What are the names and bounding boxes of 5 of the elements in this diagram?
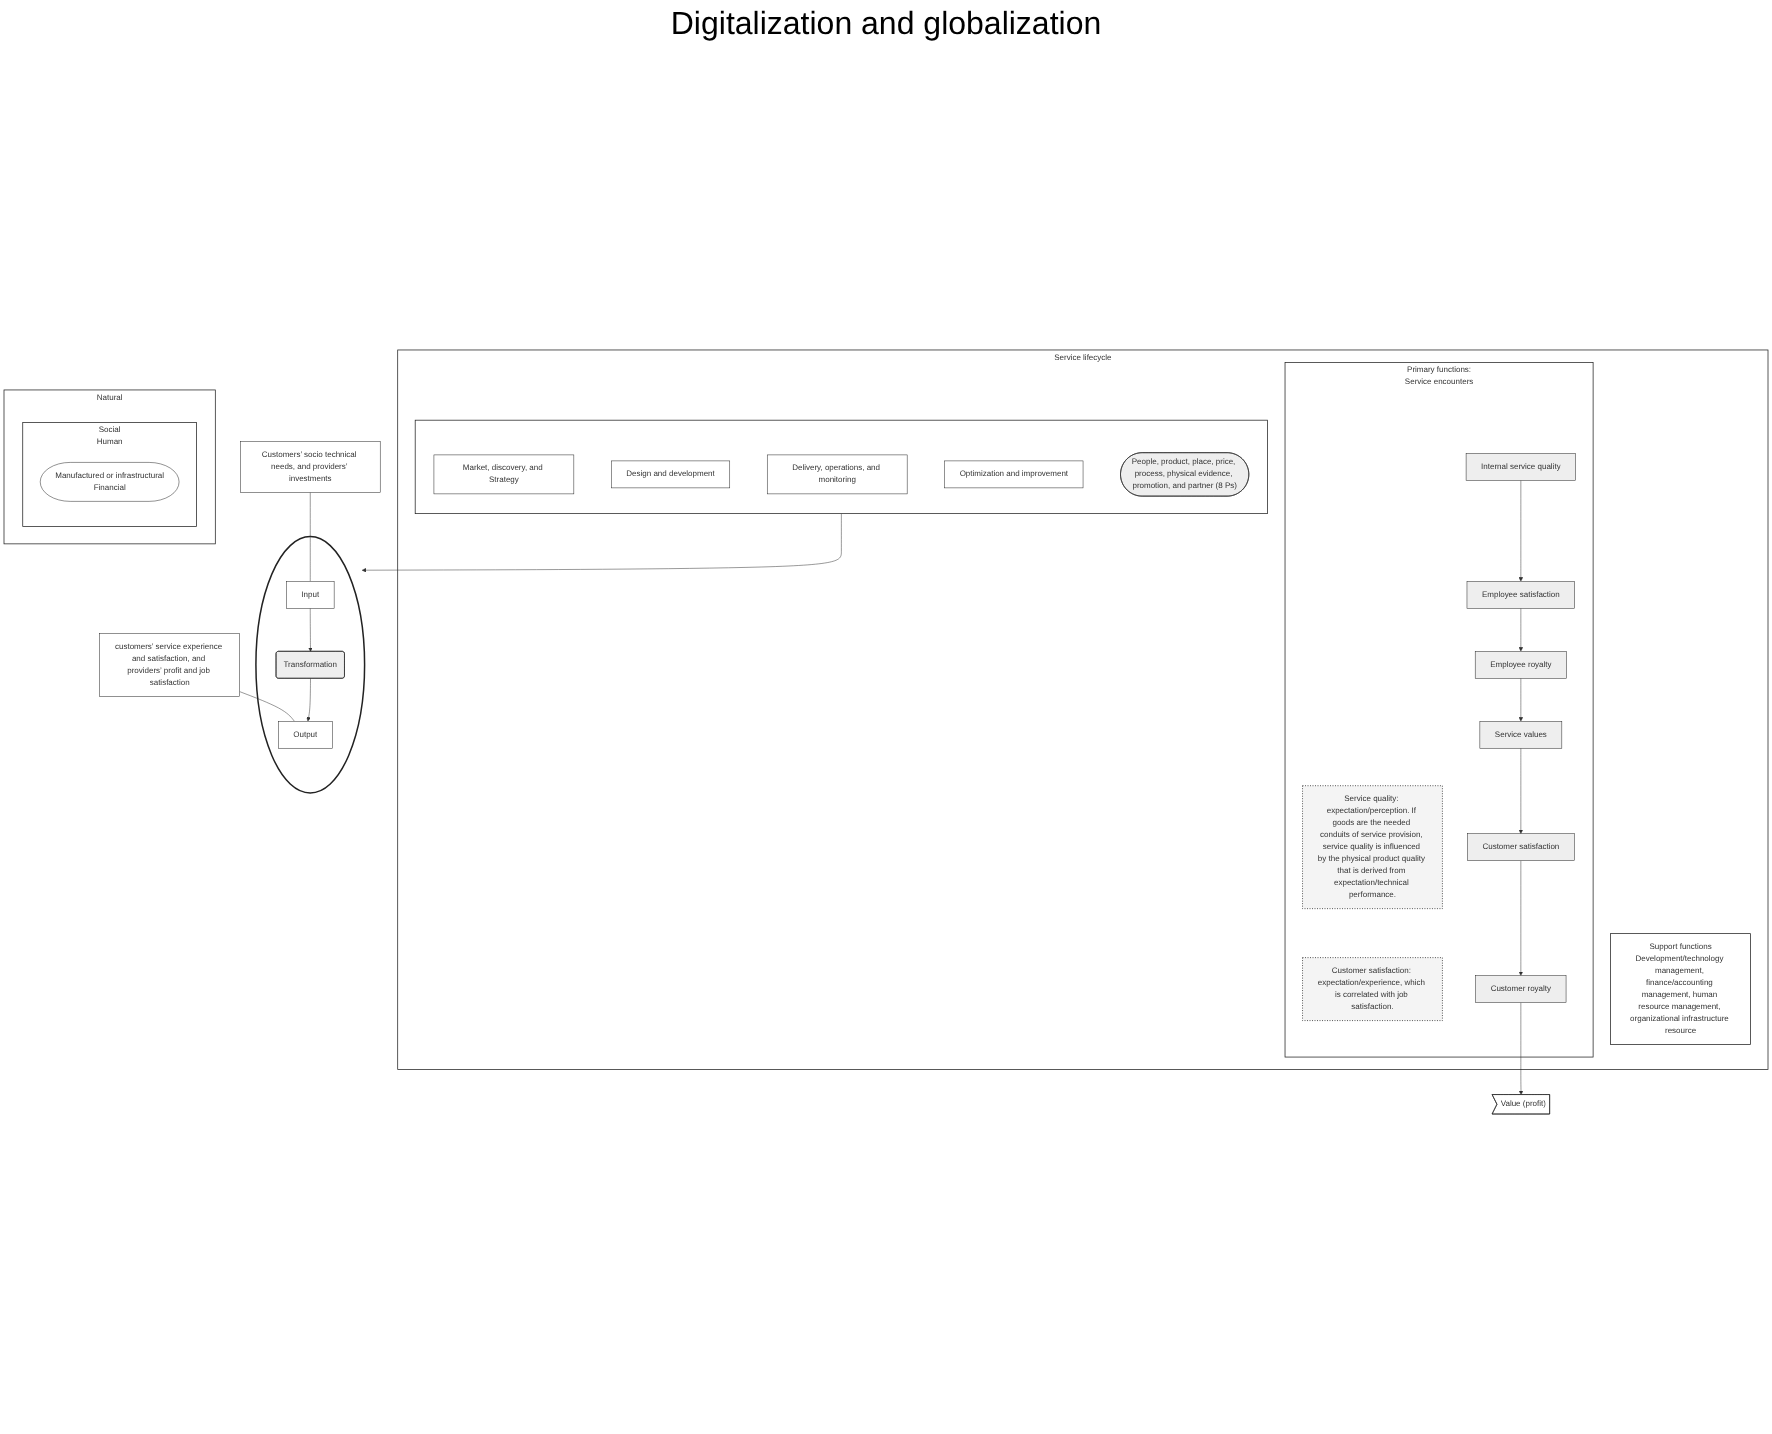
cluster — [255, 535, 366, 794]
connector — [310, 492, 311, 582]
connector — [239, 691, 295, 722]
cluster — [414, 419, 1268, 514]
diagram-title: Digitalization and globalization — [668, 8, 1104, 44]
